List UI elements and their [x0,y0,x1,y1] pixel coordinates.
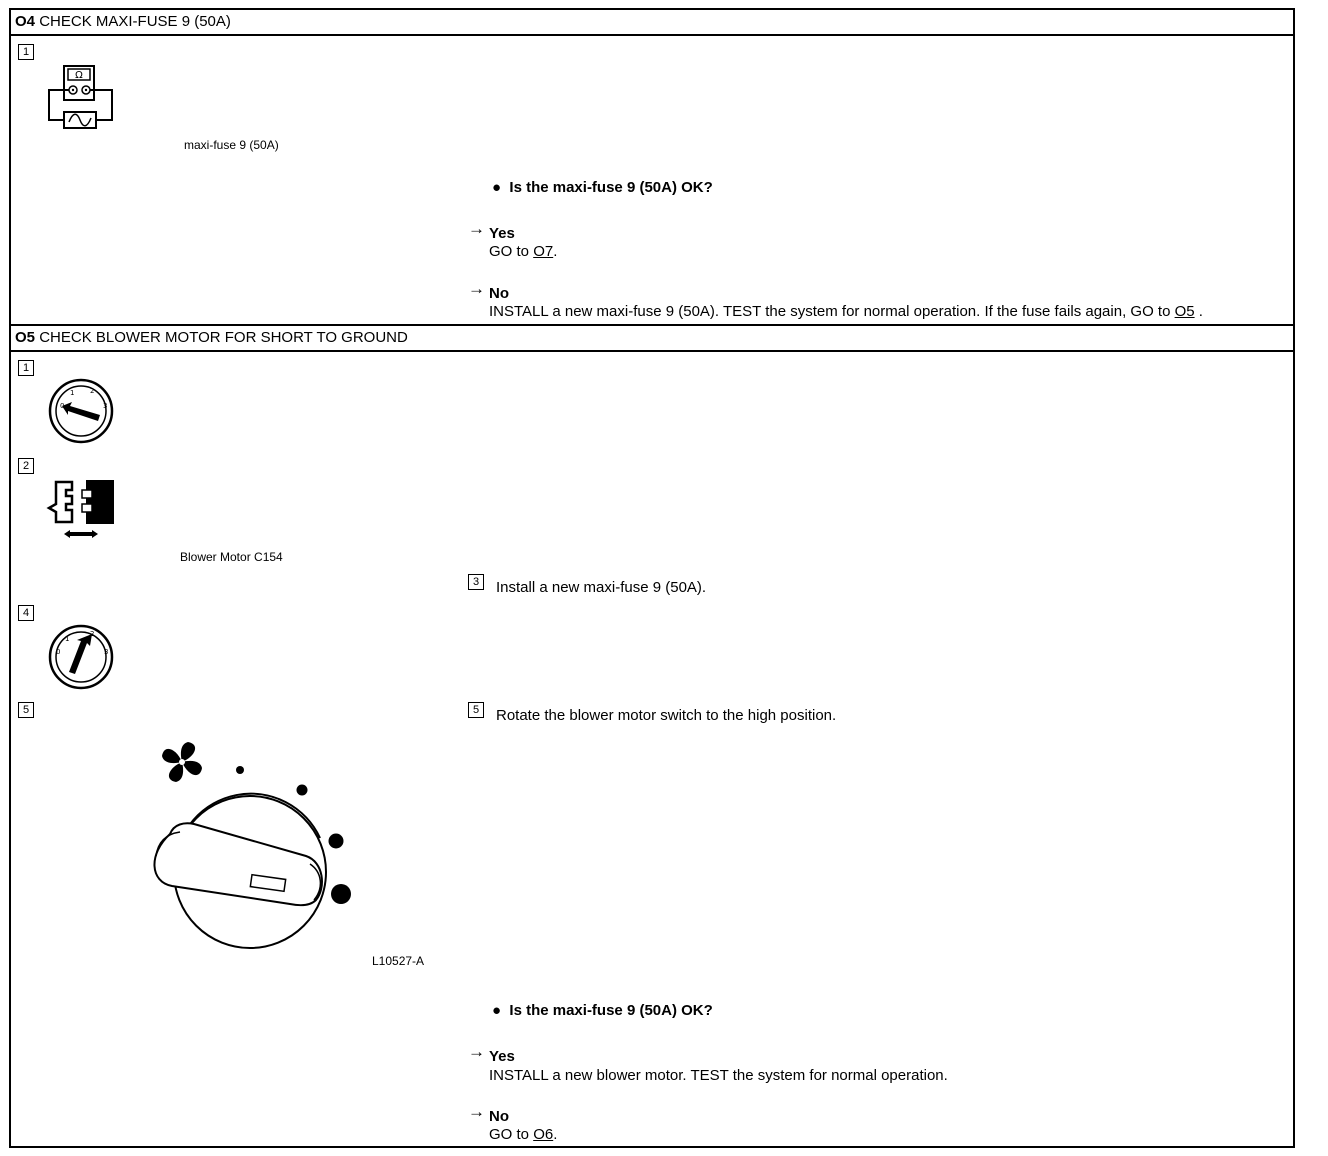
answer-no-action: INSTALL a new maxi-fuse 9 (50A). TEST th… [489,303,1203,320]
answer-yes-label: Yes [489,1048,515,1065]
section-header-o5: O5 CHECK BLOWER MOTOR FOR SHORT TO GROUN… [9,324,1295,352]
step3-text: Install a new maxi-fuse 9 (50A). [496,579,707,596]
section-id-o4: O4 [15,13,36,30]
question-text: Is the maxi-fuse 9 (50A) OK? [509,1002,713,1019]
arrow-right-icon: → [468,219,485,238]
step5-text: Rotate the blower motor switch to the hi… [496,707,837,724]
svg-text:Ω: Ω [75,70,83,81]
ignition-switch-on-icon: 0 1 2 3 [48,624,114,690]
section-id-o5: O5 [15,329,36,346]
svg-text:0: 0 [56,648,60,656]
question-o4: ● Is the maxi-fuse 9 (50A) OK? [492,179,713,196]
step-number-box: 1 [18,360,34,376]
svg-text:2: 2 [90,387,94,395]
svg-text:3: 3 [103,402,107,410]
question-o5: ● Is the maxi-fuse 9 (50A) OK? [492,1002,713,1019]
svg-text:1: 1 [70,389,74,397]
answer-yes-action: INSTALL a new blower motor. TEST the sys… [489,1067,948,1084]
blower-control-knob-icon [153,742,351,949]
arrow-right-icon: → [468,279,485,298]
section-title-o5: CHECK BLOWER MOTOR FOR SHORT TO GROUND [39,329,408,346]
answer-no-label: No [489,1108,509,1125]
question-text: Is the maxi-fuse 9 (50A) OK? [509,179,713,196]
link-o5[interactable]: O5 [1174,303,1195,320]
figure-code: L10527-A [372,954,425,968]
bullet: ● [492,179,502,196]
bullet: ● [492,1002,502,1019]
fan-icon [162,742,202,782]
link-o7[interactable]: O7 [533,243,554,260]
step-number-box: 5 [468,702,484,718]
svg-text:1: 1 [65,635,69,643]
step-number-box: 2 [18,458,34,474]
answer-no-label: No [489,285,509,302]
answer-yes-label: Yes [489,225,515,242]
arrow-right-icon: → [468,1042,485,1061]
step-number-box: 5 [18,702,34,718]
svg-text:2: 2 [90,630,94,638]
svg-text:3: 3 [104,648,108,656]
ohmmeter-icon: Ω [48,65,113,129]
section-header-o4: O4 CHECK MAXI-FUSE 9 (50A) [9,8,1295,36]
step-number-box: 3 [468,574,484,590]
disconnect-connector-icon [46,480,114,538]
connector-caption: Blower Motor C154 [180,550,283,564]
ignition-switch-off-icon: 0 1 2 3 [48,378,114,444]
step-number-box: 1 [18,44,34,60]
arrow-right-icon: → [468,1102,485,1121]
step-number-box: 4 [18,605,34,621]
fuse-caption: maxi-fuse 9 (50A) [184,138,279,152]
answer-yes-action: GO to O7. [489,243,558,260]
answer-no-action: GO to O6. [489,1126,558,1143]
section-title-o4: CHECK MAXI-FUSE 9 (50A) [39,13,231,30]
link-o6[interactable]: O6 [533,1126,554,1143]
